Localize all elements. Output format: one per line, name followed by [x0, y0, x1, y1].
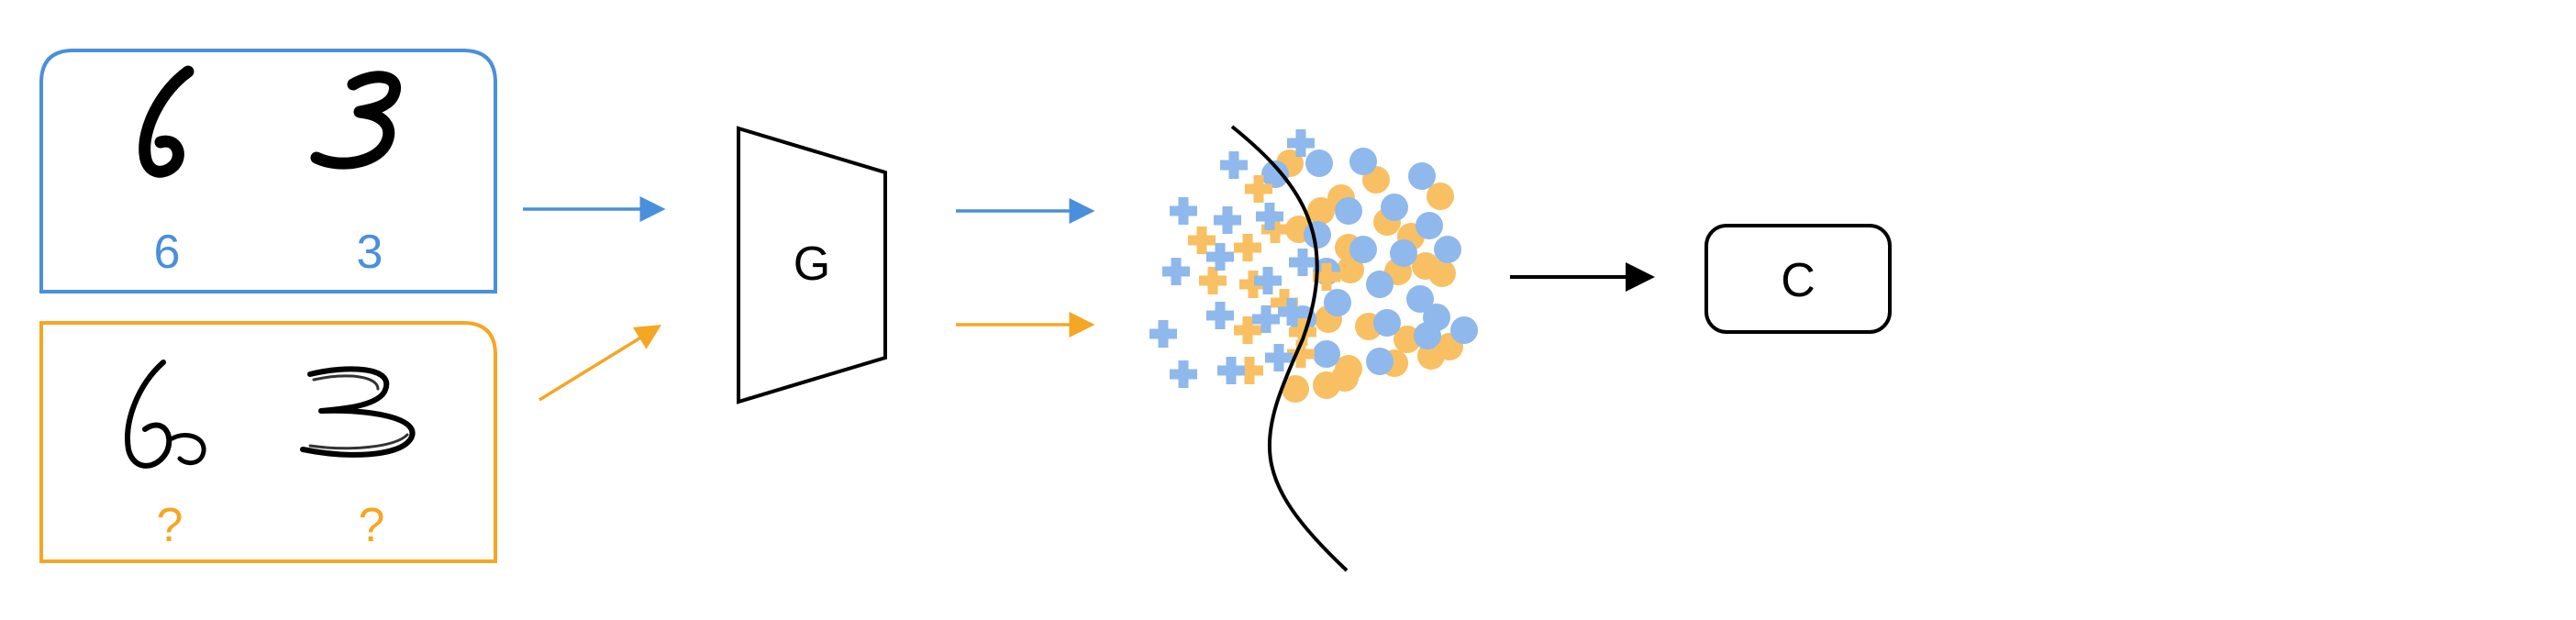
source-plus-point [1256, 203, 1283, 230]
source-circle-point [1408, 162, 1436, 190]
source-circle-point [1349, 148, 1377, 175]
classifier-block: C [1704, 224, 1892, 334]
source-plus-point [1214, 206, 1241, 234]
target-circle-point [1307, 197, 1335, 225]
target-label-2: ? [359, 499, 385, 552]
source-label-1: 6 [154, 226, 181, 279]
source-plus-point [1170, 197, 1197, 225]
target-plus-point [1261, 216, 1289, 243]
target-circle-point [1337, 256, 1364, 283]
feature-space-scatter [1149, 129, 1478, 403]
source-circle-point [1414, 322, 1441, 349]
target-circle-point [1282, 375, 1309, 403]
source-circle-point [1406, 285, 1434, 313]
classifier-label: C [1781, 254, 1815, 307]
source-circle-point [1335, 197, 1362, 225]
source-plus-point [1149, 320, 1177, 348]
target-plus-point [1245, 175, 1272, 203]
source-domain-panel: 6 3 [39, 49, 497, 293]
target-plus-point [1271, 289, 1298, 316]
target-plus-point [1313, 263, 1340, 291]
source-circle-point [1261, 161, 1289, 188]
source-circle-point [1324, 289, 1351, 316]
target-to-generator-arrow [539, 325, 661, 402]
source-plus-point [1252, 305, 1280, 333]
source-plus-point [1217, 357, 1245, 384]
target-plus-point [1199, 267, 1227, 294]
source-circle-point [1349, 236, 1377, 263]
source-digit-three-image [310, 71, 401, 170]
source-plus-point [1265, 344, 1293, 371]
source-plus-point [1220, 151, 1248, 179]
target-plus-point [1236, 357, 1263, 384]
source-circle-point [1304, 221, 1331, 249]
source-plus-point [1206, 302, 1234, 329]
source-circle-point [1366, 271, 1393, 298]
source-plus-point [1162, 258, 1190, 285]
generator-block: G [737, 126, 887, 404]
source-circle-point [1450, 316, 1478, 344]
target-circle-point [1412, 252, 1439, 280]
source-plus-point [1289, 249, 1316, 276]
source-digit-six-image [139, 65, 194, 178]
source-circle-point [1390, 239, 1417, 267]
target-label-1: ? [157, 499, 183, 552]
generator-label: G [794, 238, 830, 291]
source-circle-point [1416, 212, 1443, 239]
target-plus-point [1289, 318, 1316, 346]
source-circle-point [1305, 149, 1333, 177]
source-plus-point [1254, 267, 1282, 294]
source-circle-point [1373, 309, 1401, 337]
source-plus-point [1287, 129, 1315, 157]
target-plus-point [1234, 234, 1261, 261]
source-circle-point [1434, 236, 1461, 263]
target-plus-point [1188, 227, 1216, 254]
source-circle-point [1366, 348, 1393, 375]
target-circle-point [1427, 183, 1454, 210]
target-circle-point [1313, 371, 1340, 399]
decision-boundary-curve [1230, 125, 1349, 572]
source-plus-point [1206, 243, 1234, 271]
source-circle-point [1381, 194, 1408, 221]
target-domain-panel: ? ? [39, 321, 497, 563]
target-plus-point [1287, 340, 1315, 368]
target-digit-three-image [300, 366, 416, 458]
target-digit-six-image [125, 360, 206, 469]
source-plus-point [1170, 360, 1197, 388]
source-label-2: 3 [357, 226, 383, 279]
source-plus-point [1278, 298, 1305, 326]
source-circle-point [1313, 340, 1340, 368]
target-plus-point [1239, 271, 1267, 298]
target-plus-point [1234, 316, 1261, 344]
